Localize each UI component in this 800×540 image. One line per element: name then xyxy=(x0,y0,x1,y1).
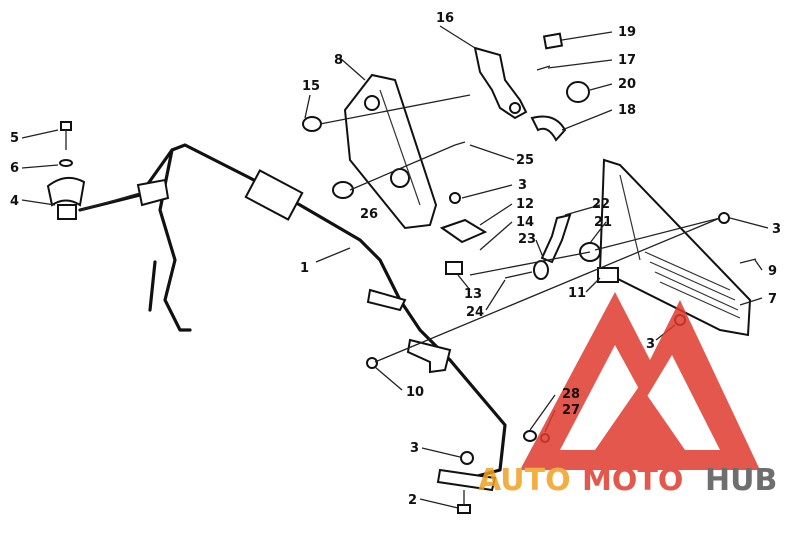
callout-3-b: 3 xyxy=(772,222,781,237)
bolt-9 xyxy=(739,258,757,264)
pad-19 xyxy=(542,32,564,50)
block-13 xyxy=(445,261,463,275)
callout-7: 7 xyxy=(768,292,777,307)
callout-24: 24 xyxy=(466,305,484,320)
callout-23: 23 xyxy=(518,232,536,247)
lever-bracket-16 xyxy=(473,46,528,120)
callout-3-a: 3 xyxy=(518,178,527,193)
frame-tube xyxy=(78,143,507,492)
nut-10 xyxy=(366,357,378,369)
clamp-bracket xyxy=(46,176,86,220)
clip-18 xyxy=(530,115,567,142)
callout-17: 17 xyxy=(618,53,636,68)
callout-9: 9 xyxy=(768,264,777,279)
callout-28: 28 xyxy=(562,387,580,402)
callout-2: 2 xyxy=(408,493,417,508)
mount-plate-8 xyxy=(343,73,438,230)
callout-18: 18 xyxy=(618,103,636,118)
callout-25: 25 xyxy=(516,153,534,168)
callout-16: 16 xyxy=(436,11,454,26)
bolt-2-head xyxy=(457,504,471,514)
callout-3-c: 3 xyxy=(646,337,655,352)
watermark-text-hub: HUB xyxy=(705,463,777,498)
callout-19: 19 xyxy=(618,25,636,40)
automotohub-logo: AUTO MOTO HUB xyxy=(478,292,777,498)
callout-20: 20 xyxy=(618,77,636,92)
callout-8: 8 xyxy=(334,53,343,68)
bushing-20 xyxy=(566,81,590,103)
callout-1: 1 xyxy=(300,261,309,276)
block-11 xyxy=(597,267,619,283)
nut-3-d xyxy=(460,451,474,465)
callout-13: 13 xyxy=(464,287,482,302)
vent-plate-7 xyxy=(598,158,752,337)
callout-21: 21 xyxy=(594,215,612,230)
callout-10: 10 xyxy=(406,385,424,400)
callout-14: 14 xyxy=(516,215,534,230)
callout-4: 4 xyxy=(10,194,19,209)
bolt-5 xyxy=(59,121,73,167)
callout-27: 27 xyxy=(562,403,580,418)
nut-3-a xyxy=(449,192,461,204)
callout-12: 12 xyxy=(516,197,534,212)
callout-11: 11 xyxy=(568,286,586,301)
watermark-text-auto: AUTO xyxy=(478,463,571,498)
callout-labels: 1 2 3 3 3 3 4 5 6 7 8 9 10 11 12 13 14 1… xyxy=(10,11,781,508)
link-rod-22 xyxy=(540,213,572,264)
washer-26 xyxy=(332,181,354,199)
callout-26: 26 xyxy=(360,207,378,222)
watermark-text-moto: MOTO xyxy=(582,463,683,498)
pin-17 xyxy=(536,65,551,71)
callout-3-d: 3 xyxy=(410,441,419,456)
nut-3-b xyxy=(718,212,730,224)
bushing-15 xyxy=(302,116,322,132)
callout-6: 6 xyxy=(10,161,19,176)
washer-28 xyxy=(523,430,537,442)
callout-15: 15 xyxy=(302,79,320,94)
bracket-12 xyxy=(439,218,488,244)
ball-joint-23 xyxy=(533,260,549,280)
bolt-24 xyxy=(504,271,533,279)
leader-lines xyxy=(21,25,769,509)
callout-22: 22 xyxy=(592,197,610,212)
pin-25 xyxy=(454,141,466,146)
callout-5: 5 xyxy=(10,131,19,146)
